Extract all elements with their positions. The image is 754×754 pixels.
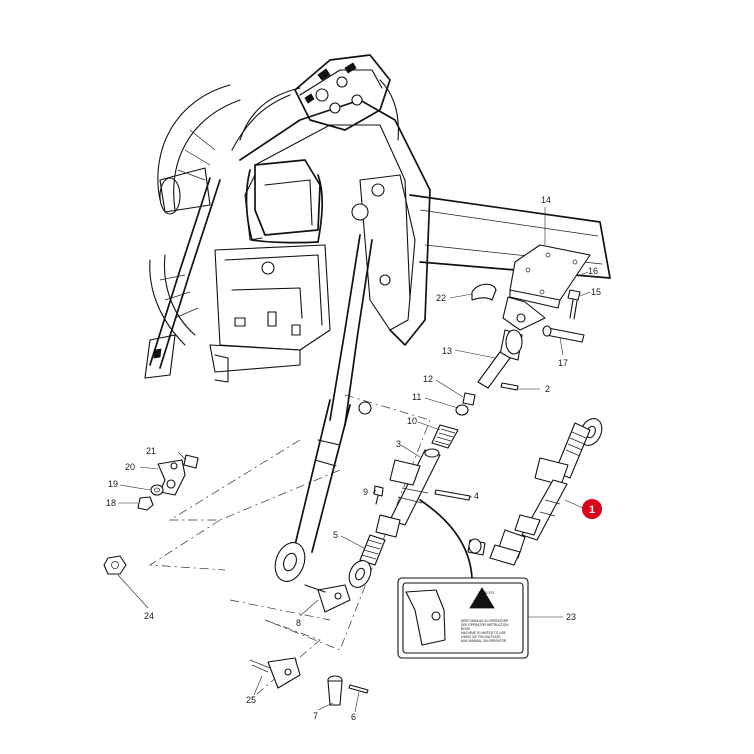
callout-2: 2: [545, 384, 550, 394]
callout-10: 10: [407, 416, 417, 426]
lower-lift-link: [274, 399, 372, 582]
callout-8: 8: [296, 618, 301, 628]
decal-line-5: MACHINE IS LIMITED TO USE: [461, 631, 506, 635]
callout-11: 11: [412, 392, 421, 402]
highlight-badge-circle[interactable]: [582, 499, 602, 519]
callout-16: 16: [588, 266, 598, 276]
callout-18: 18: [106, 498, 116, 508]
decal-line-1: 17 351 573: [478, 591, 494, 595]
tractor-rear-assembly: [144, 54, 611, 426]
top-link-assembly: [467, 418, 603, 566]
decal-line-4: BOOK: [461, 627, 471, 631]
callout-3: 3: [396, 439, 401, 449]
callout-21: 21: [146, 446, 156, 456]
callout-13: 13: [442, 346, 452, 356]
callout-19: 19: [108, 479, 118, 489]
callout-12: 12: [423, 374, 433, 384]
callout-17: 17: [558, 358, 568, 368]
top-link-parts: [348, 329, 523, 588]
decal-line-2: KEEP MANUAL IN OPERATORS: [461, 619, 508, 623]
callout-9: 9: [363, 487, 368, 497]
callout-4: 4: [474, 491, 479, 501]
mounting-plate-assembly: [502, 244, 591, 343]
callout-6: 6: [351, 712, 356, 722]
callout-25: 25: [246, 695, 256, 705]
callout-5: 5: [333, 530, 338, 540]
warning-decal: 17 351 573 KEEP MANUAL IN OPERATORS SEE …: [397, 499, 529, 659]
callout-22: 22: [436, 293, 446, 303]
phantom-lines: [148, 394, 431, 701]
highlight-badge[interactable]: 1: [582, 499, 602, 519]
decal-line-3: SEE OPERATOR INSTRUCTION: [461, 623, 509, 627]
callout-15: 15: [591, 287, 601, 297]
decal-line-6: USING 3/4" PIN DIA PLATE: [461, 635, 501, 639]
decal-line-7: MAX MANUAL ON OPERATOR: [461, 639, 507, 643]
callout-14: 14: [541, 195, 551, 205]
callout-7: 7: [313, 711, 318, 721]
callout-23: 23: [566, 612, 576, 622]
leader-lines: [117, 207, 591, 713]
callout-24: 24: [144, 611, 154, 621]
callout-labels: 14 16 15 17 22 13 2 12 11 10 3 9 4 5 21 …: [106, 195, 601, 722]
pins-and-brackets: [249, 584, 369, 706]
callout-1[interactable]: 1: [589, 504, 595, 516]
small-parts: [103, 283, 497, 575]
callout-20: 20: [125, 462, 135, 472]
